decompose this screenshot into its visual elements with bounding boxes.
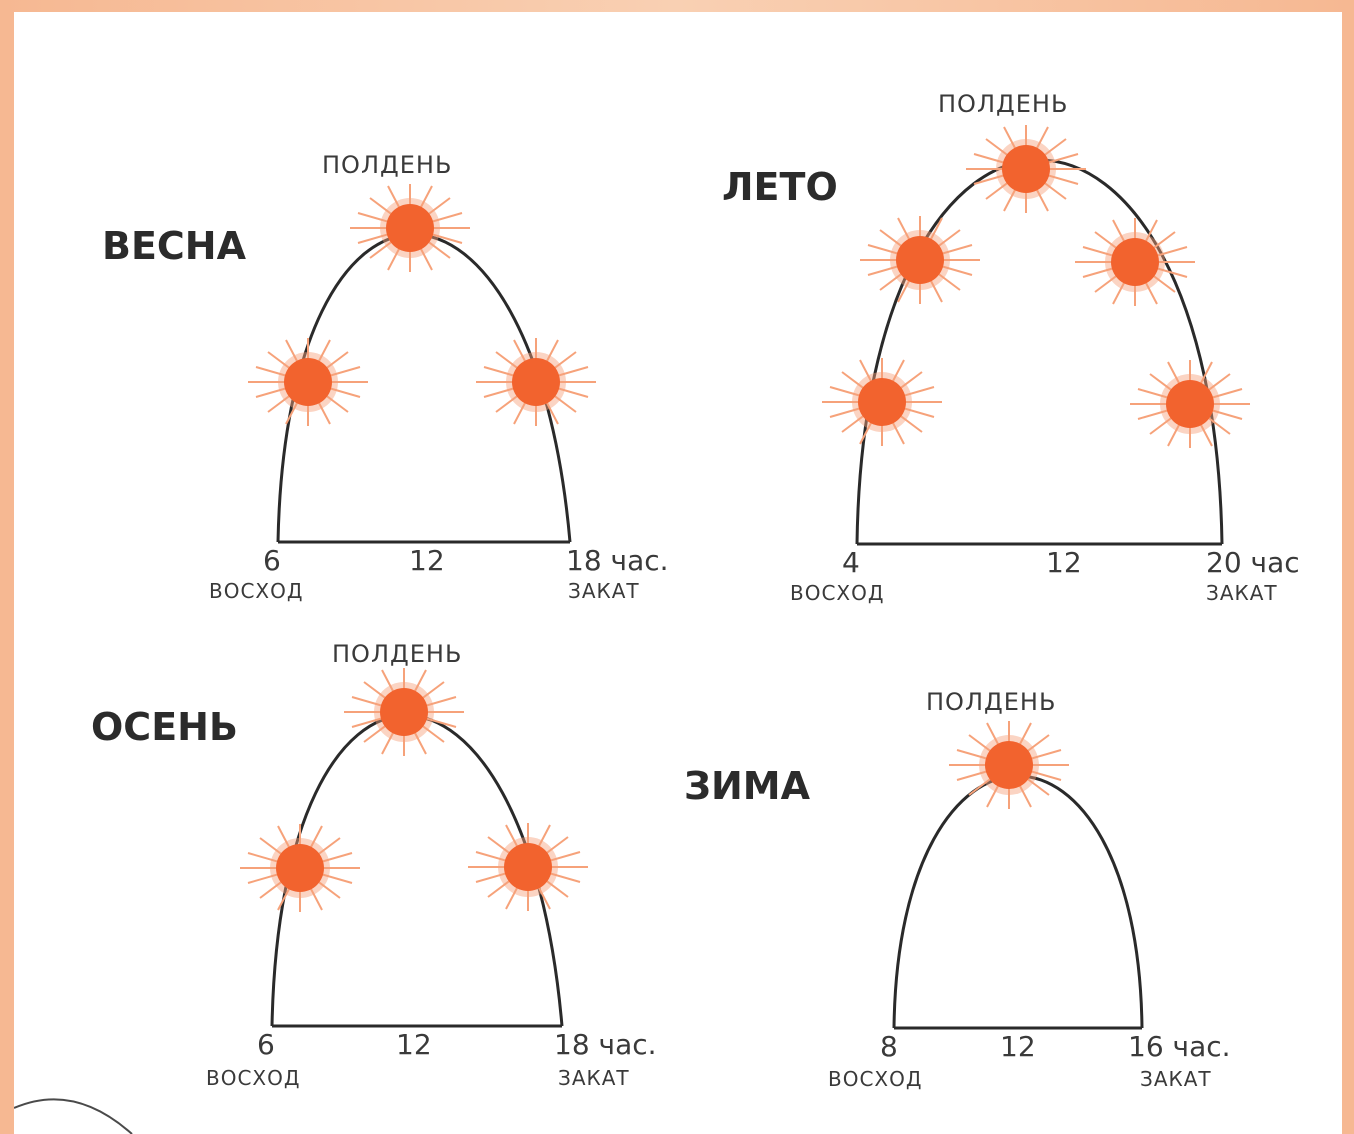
sunrise-hour: 6 [257,1028,275,1061]
sunset-label: ЗАКАТ [1140,1067,1212,1091]
sunset-label: ЗАКАТ [568,579,640,603]
sun-icon [467,822,589,912]
panel-spring: ВЕСНА ПОЛДЕНЬ 6 12 18 час. ВОСХОД ЗАКАТ [102,151,669,603]
sun-icon [859,215,981,305]
noon-label: ПОЛДЕНЬ [938,90,1068,118]
sunset-hour: 20 час [1206,546,1300,579]
diagram-frame: ВЕСНА ПОЛДЕНЬ 6 12 18 час. ВОСХОД ЗАКАТ … [14,12,1342,1134]
noon-label: ПОЛДЕНЬ [332,640,462,668]
sun-icon [349,183,471,273]
season-title: ВЕСНА [102,224,247,268]
sunrise-label: ВОСХОД [828,1067,923,1091]
noon-label: ПОЛДЕНЬ [926,688,1056,716]
sun-icon [247,337,369,427]
sun-icon [965,124,1087,214]
noon-hour: 12 [1000,1030,1036,1063]
noon-hour: 12 [1046,546,1082,579]
sun-icon [343,667,465,757]
sunrise-hour: 8 [880,1030,898,1063]
sunset-label: ЗАКАТ [558,1066,630,1090]
sun-path-diagram: ВЕСНА ПОЛДЕНЬ 6 12 18 час. ВОСХОД ЗАКАТ … [14,90,1300,1134]
panel-winter: ЗИМА ПОЛДЕНЬ 8 12 16 час. ВОСХОД ЗАКАТ [684,688,1231,1091]
sunset-label: ЗАКАТ [1206,581,1278,605]
noon-label: ПОЛДЕНЬ [322,151,452,179]
noon-hour: 12 [409,544,445,577]
sunset-hour: 16 час. [1128,1030,1231,1063]
noon-hour: 12 [396,1028,432,1061]
sun-path-arc [855,158,1224,545]
season-title: ЛЕТО [722,165,838,209]
corner-curve [14,1098,133,1134]
panel-summer: ЛЕТО ПОЛДЕНЬ 4 12 20 час ВОСХОД ЗАКАТ [722,90,1300,605]
sunset-hour: 18 час. [554,1028,657,1061]
sunrise-hour: 6 [263,544,281,577]
sun-path-arc [892,774,1144,1029]
sunrise-label: ВОСХОД [206,1066,301,1090]
sunrise-hour: 4 [842,546,860,579]
sun-icon [1074,217,1196,307]
sunrise-label: ВОСХОД [209,579,304,603]
panel-autumn: ОСЕНЬ ПОЛДЕНЬ 6 12 18 час. ВОСХОД ЗАКАТ [91,640,657,1090]
season-title: ОСЕНЬ [91,705,238,749]
sun-icon [475,337,597,427]
sunrise-label: ВОСХОД [790,581,885,605]
sun-icon [1129,359,1251,449]
season-title: ЗИМА [684,764,811,808]
sun-icon [821,357,943,447]
sunset-hour: 18 час. [566,544,669,577]
sun-icon [239,823,361,913]
